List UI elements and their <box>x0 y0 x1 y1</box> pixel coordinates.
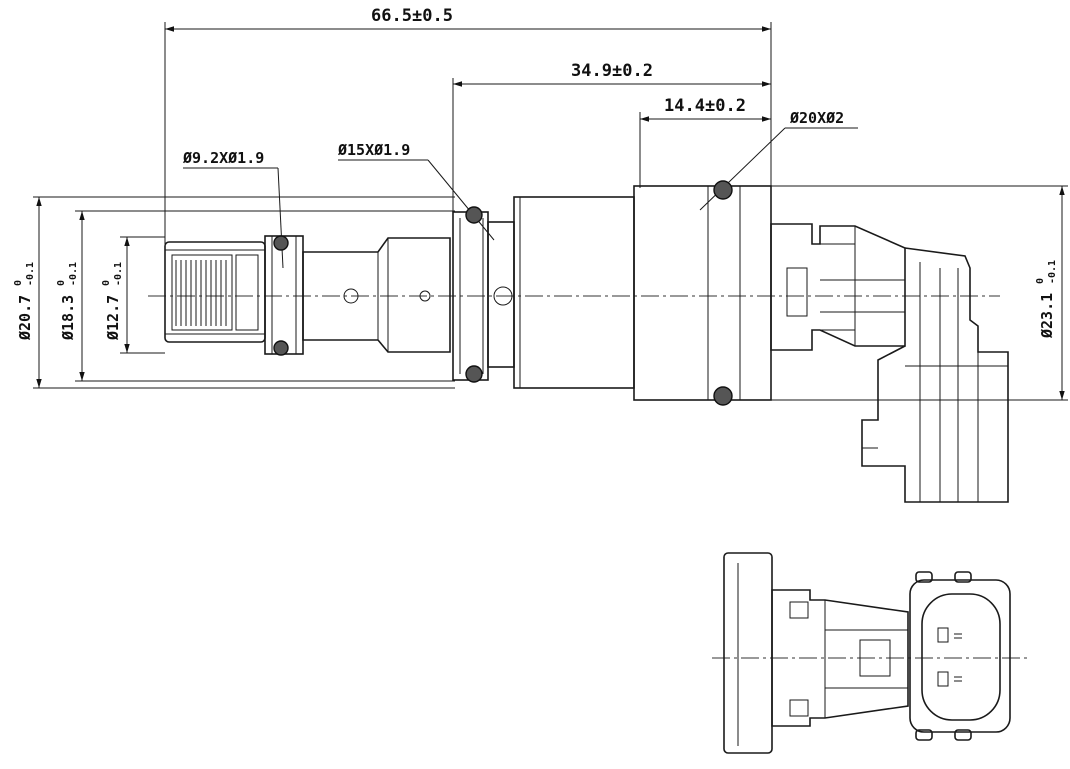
diameter-23-1-tol-lower: -0.1 <box>1047 260 1058 284</box>
oring-medium-bottom <box>465 365 483 383</box>
diameter-23-1-label: Ø23.1 <box>1038 293 1056 339</box>
length-dimensions: 66.5±0.5 34.9±0.2 14.4±0.2 <box>164 6 772 262</box>
oring-medium-label: Ø15XØ1.9 <box>337 141 410 159</box>
oring-small-label: Ø9.2XØ1.9 <box>182 149 264 167</box>
mid-length-label: 34.9±0.2 <box>571 61 653 81</box>
sensor-side-view <box>148 180 1009 503</box>
oring-callouts: Ø9.2XØ1.9 Ø15XØ1.9 Ø20XØ2 <box>182 109 858 269</box>
oring-large-top <box>713 180 733 200</box>
flange-hole <box>493 286 513 306</box>
diameter-18-3-label: Ø18.3 <box>59 295 77 341</box>
oring-large-bottom <box>713 386 733 406</box>
diameter-20-7-tol-upper: 0 <box>13 280 24 286</box>
diameter-18-3-tol-upper: 0 <box>56 280 67 286</box>
sensor-end-view <box>712 552 1028 754</box>
oring-small-top <box>273 235 289 251</box>
overall-length-label: 66.5±0.5 <box>371 6 453 26</box>
shaft-hole-2 <box>419 290 431 302</box>
shaft-hole-1 <box>343 288 359 304</box>
diameter-12-7-tol-upper: 0 <box>101 280 112 286</box>
tip-knurl <box>175 260 227 326</box>
diameter-18-3-tol-lower: -0.1 <box>68 262 79 286</box>
diameter-23-1-tol-upper: 0 <box>1035 278 1046 284</box>
diameter-20-7-label: Ø20.7 <box>16 295 34 341</box>
oring-large-label: Ø20XØ2 <box>789 109 844 127</box>
diameter-12-7-tol-lower: -0.1 <box>113 262 124 286</box>
short-length-label: 14.4±0.2 <box>664 96 746 116</box>
oring-small-bottom <box>273 340 289 356</box>
diameter-20-7-tol-lower: -0.1 <box>25 262 36 286</box>
oring-medium-top <box>465 206 483 224</box>
diameter-dimensions-left: Ø20.7 0 -0.1 Ø18.3 0 -0.1 Ø12.7 0 -0.1 <box>13 196 455 389</box>
diameter-12-7-label: Ø12.7 <box>104 295 122 341</box>
